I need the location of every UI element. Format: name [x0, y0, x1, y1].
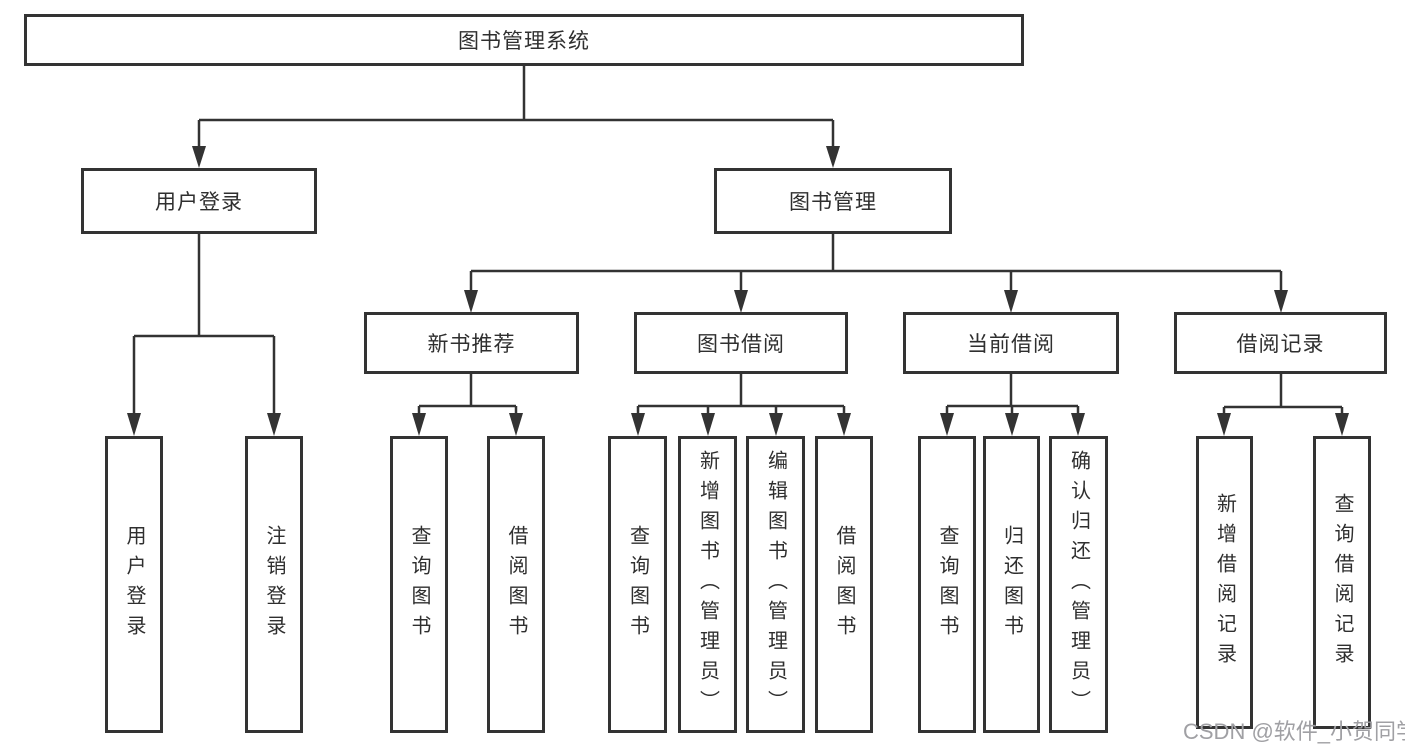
leaf-label: 新增图书（管理员）: [696, 449, 719, 720]
watermark: CSDN @软件_小贺同学: [1183, 719, 1405, 744]
leaf-records-query-record: 查询借阅记录: [1313, 436, 1371, 729]
leaf-current-confirm-return: 确认归还（管理员）: [1049, 436, 1108, 733]
node-new-book-recommend: 新书推荐: [364, 312, 579, 374]
leaf-current-query-books: 查询图书: [918, 436, 976, 733]
leaf-records-add-record: 新增借阅记录: [1196, 436, 1253, 729]
node-label: 图书借阅: [697, 333, 785, 356]
leaf-borrowing-borrow-books: 借阅图书: [815, 436, 873, 733]
leaf-user-login: 用户登录: [105, 436, 163, 733]
arrowheads: [127, 146, 1349, 436]
leaf-logout: 注销登录: [245, 436, 303, 733]
leaf-label: 查询借阅记录: [1331, 492, 1353, 673]
node-book-management: 图书管理: [714, 168, 952, 234]
leaf-label: 查询图书: [936, 524, 958, 645]
leaf-label: 新增借阅记录: [1213, 492, 1236, 673]
leaf-label: 查询图书: [408, 524, 430, 645]
node-label: 新书推荐: [427, 333, 516, 356]
node-book-borrowing: 图书借阅: [634, 312, 848, 374]
leaf-borrowing-add-books: 新增图书（管理员）: [678, 436, 737, 733]
node-label: 借阅记录: [1236, 333, 1325, 356]
node-current-borrowing: 当前借阅: [903, 312, 1119, 374]
leaf-label: 查询图书: [626, 524, 649, 645]
node-label: 图书管理系统: [458, 30, 590, 53]
node-label: 图书管理: [789, 191, 877, 214]
leaf-borrowing-query-books: 查询图书: [608, 436, 667, 733]
node-label: 当前借阅: [967, 333, 1055, 356]
node-user-login: 用户登录: [81, 168, 317, 234]
leaf-current-return-books: 归还图书: [983, 436, 1040, 733]
leaf-label: 借阅图书: [505, 524, 527, 645]
leaf-label: 归还图书: [1000, 524, 1023, 645]
leaf-recommend-borrow-books: 借阅图书: [487, 436, 545, 733]
node-root-system: 图书管理系统: [24, 14, 1024, 66]
leaf-borrowing-edit-books: 编辑图书（管理员）: [746, 436, 805, 733]
leaf-label: 注销登录: [263, 524, 285, 645]
leaf-recommend-query-books: 查询图书: [390, 436, 448, 733]
leaf-label: 借阅图书: [833, 524, 855, 645]
leaf-label: 编辑图书（管理员）: [764, 449, 787, 720]
node-borrowing-records: 借阅记录: [1174, 312, 1387, 374]
node-label: 用户登录: [155, 191, 243, 214]
leaf-label: 用户登录: [123, 524, 145, 645]
leaf-label: 确认归还（管理员）: [1067, 449, 1090, 720]
